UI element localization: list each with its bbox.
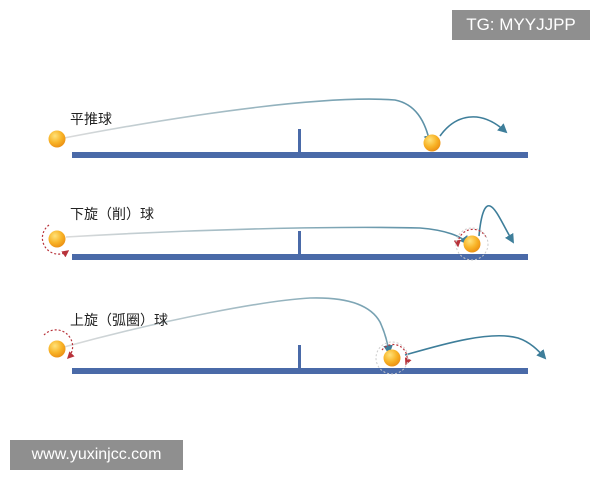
spin-ring [375, 341, 409, 375]
rebound-trajectory [404, 334, 547, 360]
ball-start [48, 230, 66, 248]
backspin-arrow-start [41, 224, 70, 258]
watermark-top-right: TG: MYYJJPP [452, 10, 590, 40]
topspin-arrow-start [43, 329, 75, 360]
flat-shot-panel [48, 98, 528, 158]
topspin-arrow-bounce [381, 343, 412, 366]
ball-bounce [423, 134, 441, 152]
flat-shot-label: 平推球 [70, 112, 112, 128]
ball-bounce [463, 235, 481, 253]
spin-ring [455, 227, 489, 261]
net [298, 231, 301, 256]
rebound-trajectory [478, 205, 514, 244]
topspin-shot-label: 上旋（弧圈）球 [70, 313, 168, 329]
table-surface [72, 254, 528, 260]
backspin-arrow-bounce [453, 228, 487, 248]
incoming-trajectory [65, 226, 470, 246]
ball-start [48, 130, 66, 148]
backspin-shot-panel [41, 205, 528, 261]
incoming-trajectory [63, 98, 434, 145]
table-surface [72, 152, 528, 158]
watermark-bottom-left: www.yuxinjcc.com [10, 440, 183, 470]
net [298, 345, 301, 370]
ball-start [48, 340, 66, 358]
table-surface [72, 368, 528, 374]
rebound-trajectory [439, 116, 508, 137]
topspin-shot-panel [43, 297, 547, 375]
backspin-shot-label: 下旋（削）球 [70, 207, 154, 223]
incoming-trajectory [63, 297, 393, 355]
ball-bounce [383, 349, 401, 367]
net [298, 129, 301, 154]
